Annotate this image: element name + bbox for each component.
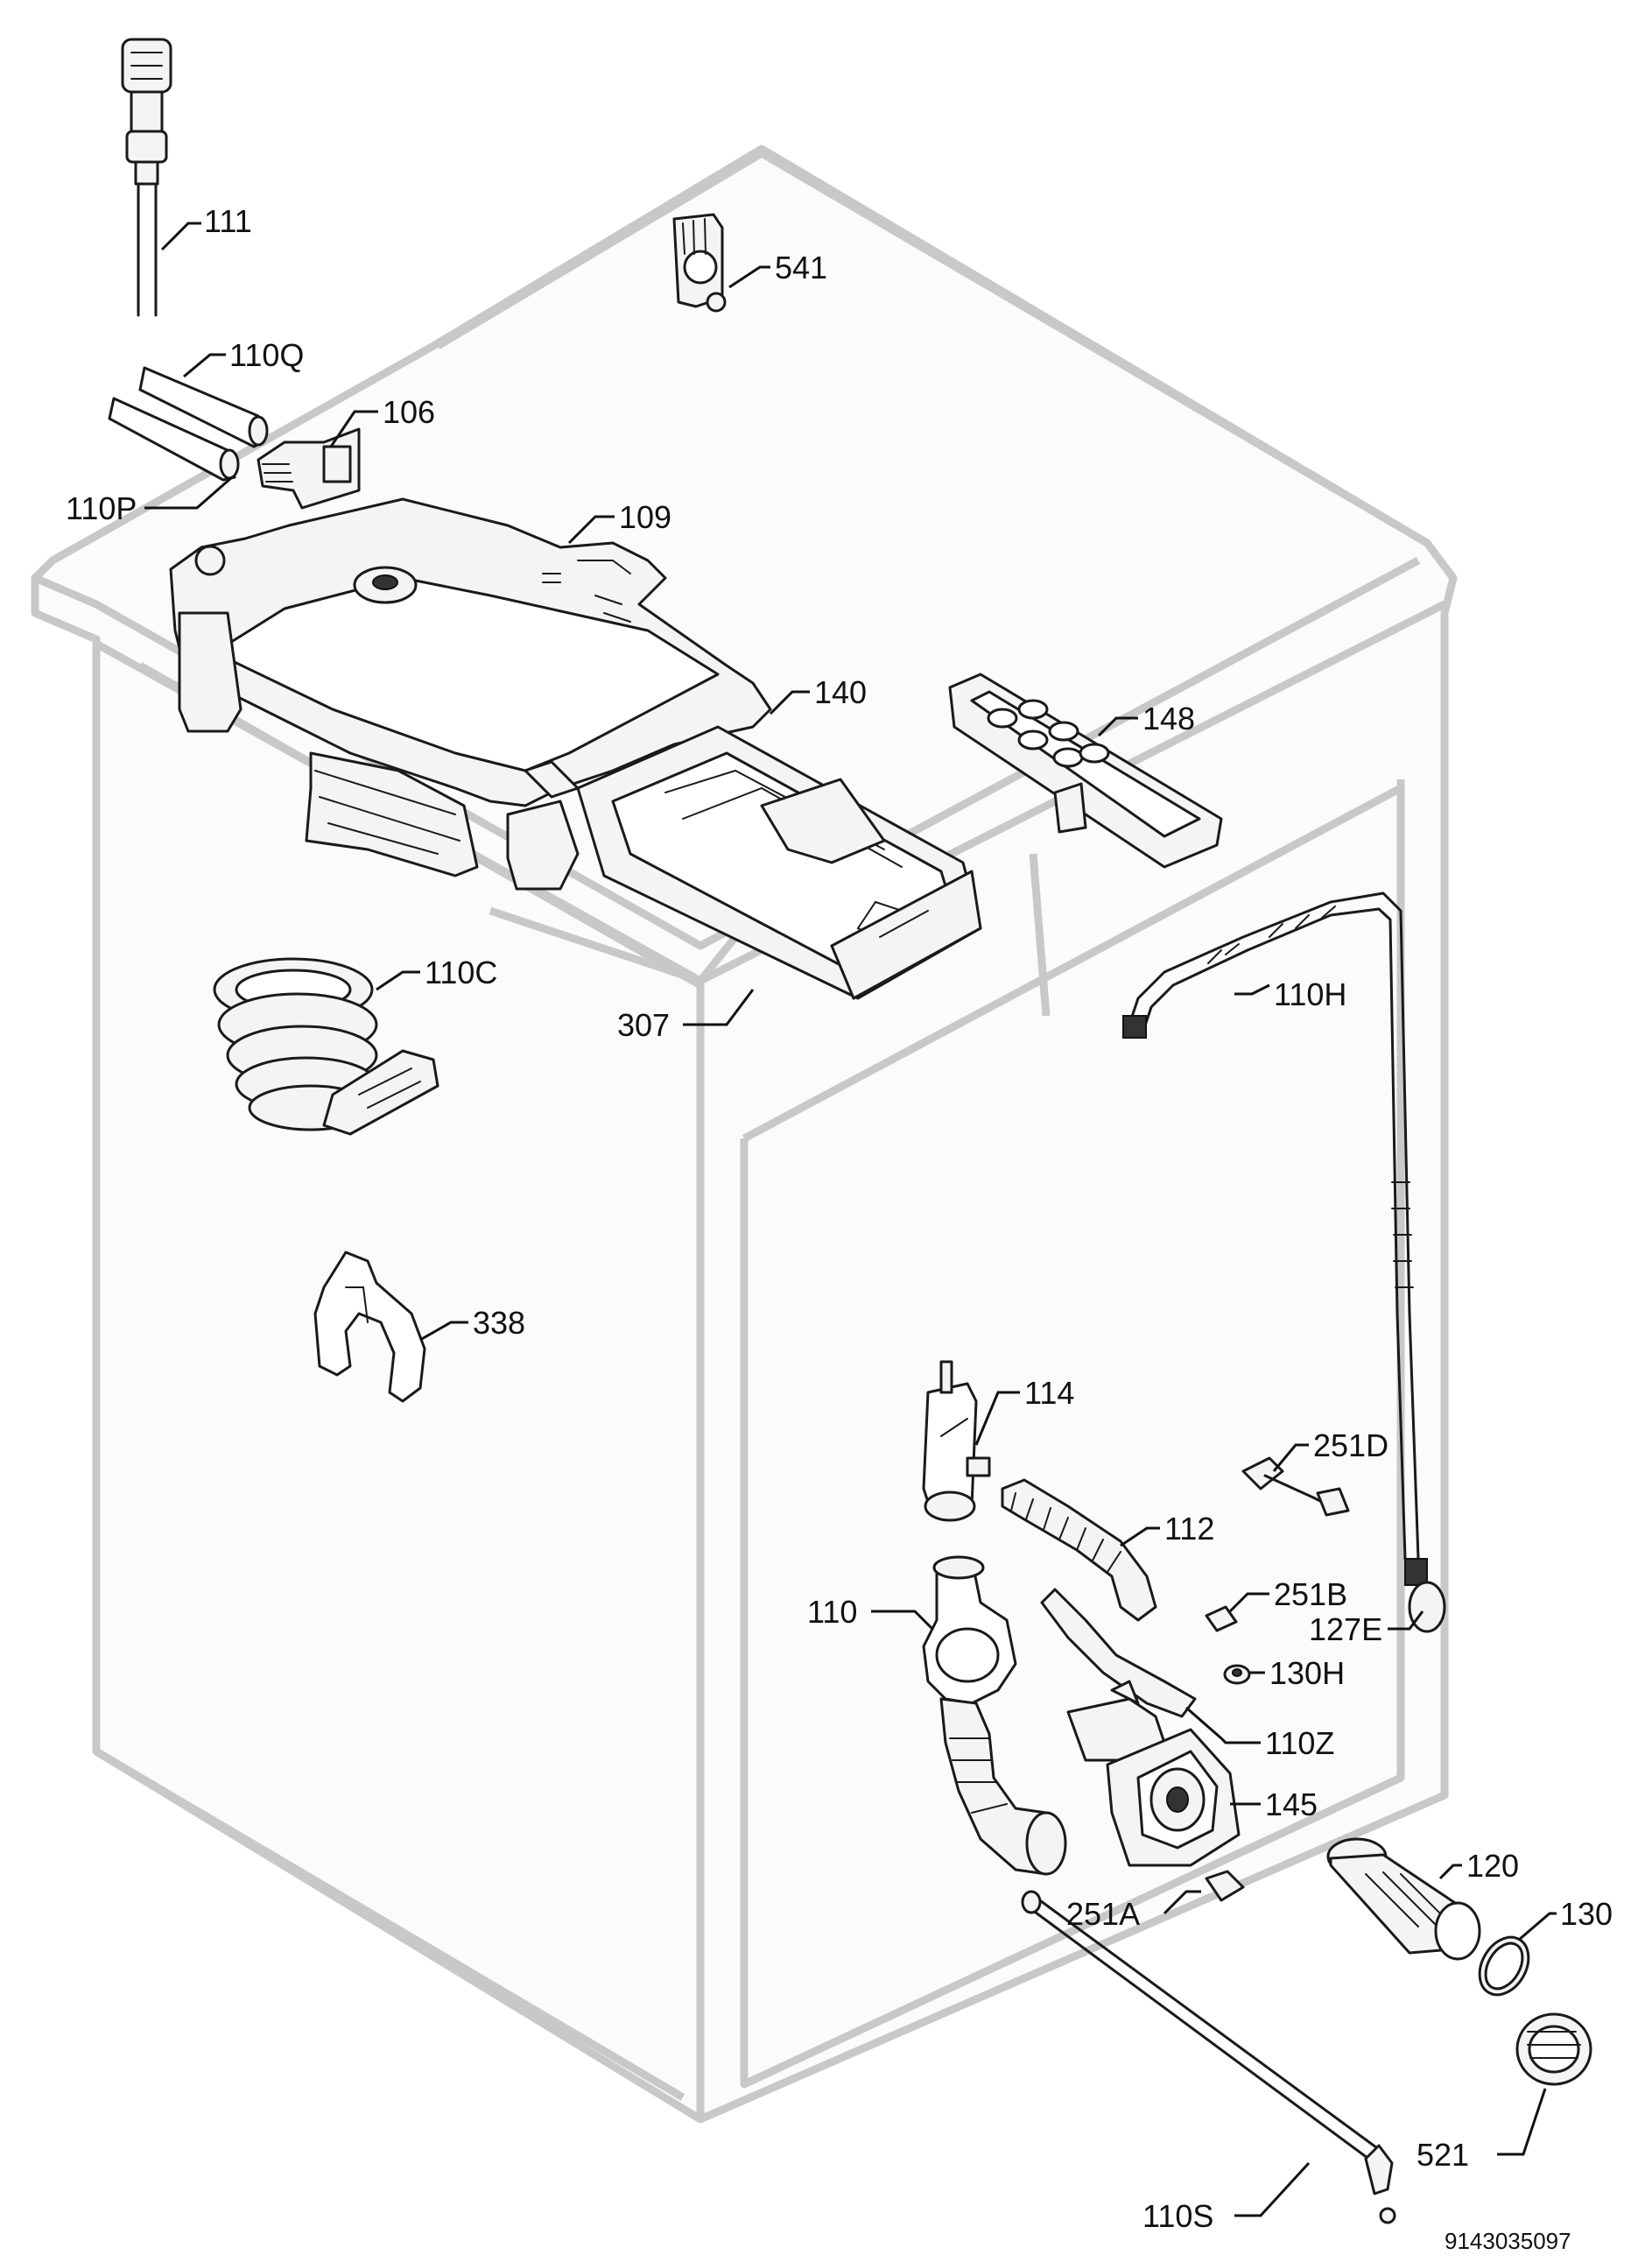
callout-labels: 111 541 110Q 106 110P 109 140 148 110C 3… (66, 203, 1613, 2254)
label-114: 114 (1024, 1375, 1074, 1411)
label-307: 307 (617, 1007, 670, 1043)
part-110-sump-hose (922, 1555, 1067, 1876)
label-251A: 251A (1066, 1896, 1140, 1932)
leader-lines (144, 222, 1557, 2217)
part-111-inlet-hose (121, 38, 172, 317)
label-110Z: 110Z (1265, 1725, 1334, 1761)
document-number: 9143035097 (1445, 2228, 1571, 2254)
label-110S: 110S (1142, 2198, 1213, 2234)
part-110C-bellows (213, 957, 439, 1136)
part-114-pressure-chamber (922, 1360, 991, 1522)
part-130H-grommet (1223, 1664, 1251, 1685)
part-251B-connector (1205, 1605, 1238, 1632)
label-148: 148 (1142, 701, 1195, 736)
label-130: 130 (1560, 1896, 1613, 1932)
label-521: 521 (1417, 2137, 1469, 2173)
label-338: 338 (473, 1305, 525, 1341)
part-110Z-hose (1040, 1588, 1197, 1718)
part-112-corrugated-hose (1001, 1478, 1157, 1622)
label-120: 120 (1466, 1848, 1519, 1884)
part-109-dispenser-housing (169, 497, 772, 891)
part-541-clip (672, 213, 727, 313)
part-110H-drain-hose (1122, 891, 1420, 1561)
label-110Q: 110Q (229, 337, 304, 373)
part-251A-connector (1205, 1870, 1245, 1902)
part-110Q-110P-hoses (108, 366, 269, 482)
part-106-valve (257, 427, 361, 510)
label-112: 112 (1164, 1511, 1214, 1547)
part-251D-wiring (1241, 1456, 1350, 1517)
part-110S-emergency-drain-hose (1021, 1890, 1396, 2224)
part-145-drain-pump (1066, 1680, 1241, 1867)
label-130H: 130H (1269, 1655, 1345, 1691)
label-110: 110 (807, 1594, 857, 1630)
part-521-filter-cap (1515, 2012, 1592, 2086)
part-120-filter (1326, 1837, 1481, 1961)
label-106: 106 (383, 394, 435, 430)
label-109: 109 (619, 499, 671, 535)
part-130-o-ring (1478, 1935, 1530, 1997)
label-140: 140 (814, 674, 867, 710)
part-140-detergent-drawer (576, 725, 982, 1000)
label-110C: 110C (425, 955, 497, 990)
label-251D: 251D (1313, 1427, 1388, 1463)
label-110P: 110P (66, 490, 137, 526)
label-251B: 251B (1274, 1576, 1347, 1612)
label-111: 111 (204, 203, 252, 239)
label-541: 541 (775, 250, 827, 285)
label-145: 145 (1265, 1786, 1318, 1822)
part-338-hose-hook (313, 1251, 426, 1403)
part-148-drawer-handle (948, 673, 1223, 869)
label-127E: 127E (1309, 1611, 1382, 1647)
label-110H: 110H (1274, 976, 1346, 1012)
